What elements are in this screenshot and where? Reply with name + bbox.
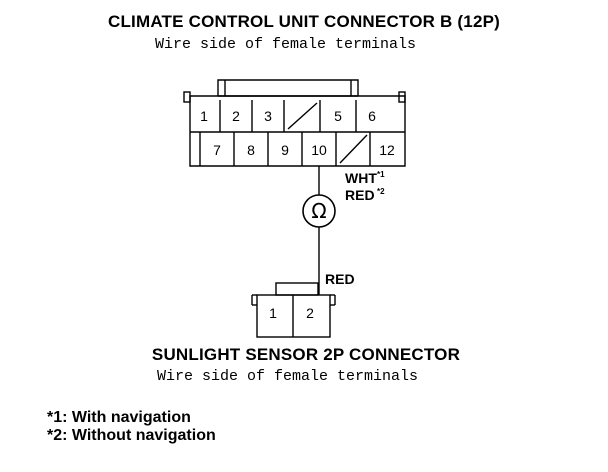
pin-b-5: 5 xyxy=(334,108,342,124)
wire-note-2: *2 xyxy=(377,187,385,196)
wire-color-wht: WHT xyxy=(345,170,377,186)
footnote-2: *2: Without navigation xyxy=(47,427,216,444)
sunlight-sensor-connector xyxy=(251,282,336,338)
pin-b-12: 12 xyxy=(379,142,395,158)
ohmmeter-icon xyxy=(302,194,336,228)
pin-b-6: 6 xyxy=(368,108,376,124)
connector-b-subtitle: Wire side of female terminals xyxy=(155,36,417,53)
pin-sensor-2: 2 xyxy=(306,305,314,321)
wire-color-red-lower: RED xyxy=(325,271,355,287)
footnote-1: *1: With navigation xyxy=(47,409,191,426)
pin-b-7: 7 xyxy=(213,142,221,158)
wire-note-1: *1 xyxy=(377,170,385,179)
pin-b-1: 1 xyxy=(200,108,208,124)
pin-b-8: 8 xyxy=(247,142,255,158)
connector-b xyxy=(183,79,406,167)
unused-terminal-4 xyxy=(287,102,318,130)
unused-terminal-11 xyxy=(339,134,368,164)
pin-sensor-1: 1 xyxy=(269,305,277,321)
pin-b-10: 10 xyxy=(311,142,327,158)
ohm-symbol: Ω xyxy=(311,199,326,223)
connector-b-title: CLIMATE CONTROL UNIT CONNECTOR B (12P) xyxy=(108,12,500,31)
pin-b-2: 2 xyxy=(232,108,240,124)
pin-b-9: 9 xyxy=(281,142,289,158)
wire-color-red-upper: RED xyxy=(345,187,375,203)
pin-b-3: 3 xyxy=(264,108,272,124)
sensor-title: SUNLIGHT SENSOR 2P CONNECTOR xyxy=(151,345,461,364)
sensor-subtitle: Wire side of female terminals xyxy=(157,368,419,385)
